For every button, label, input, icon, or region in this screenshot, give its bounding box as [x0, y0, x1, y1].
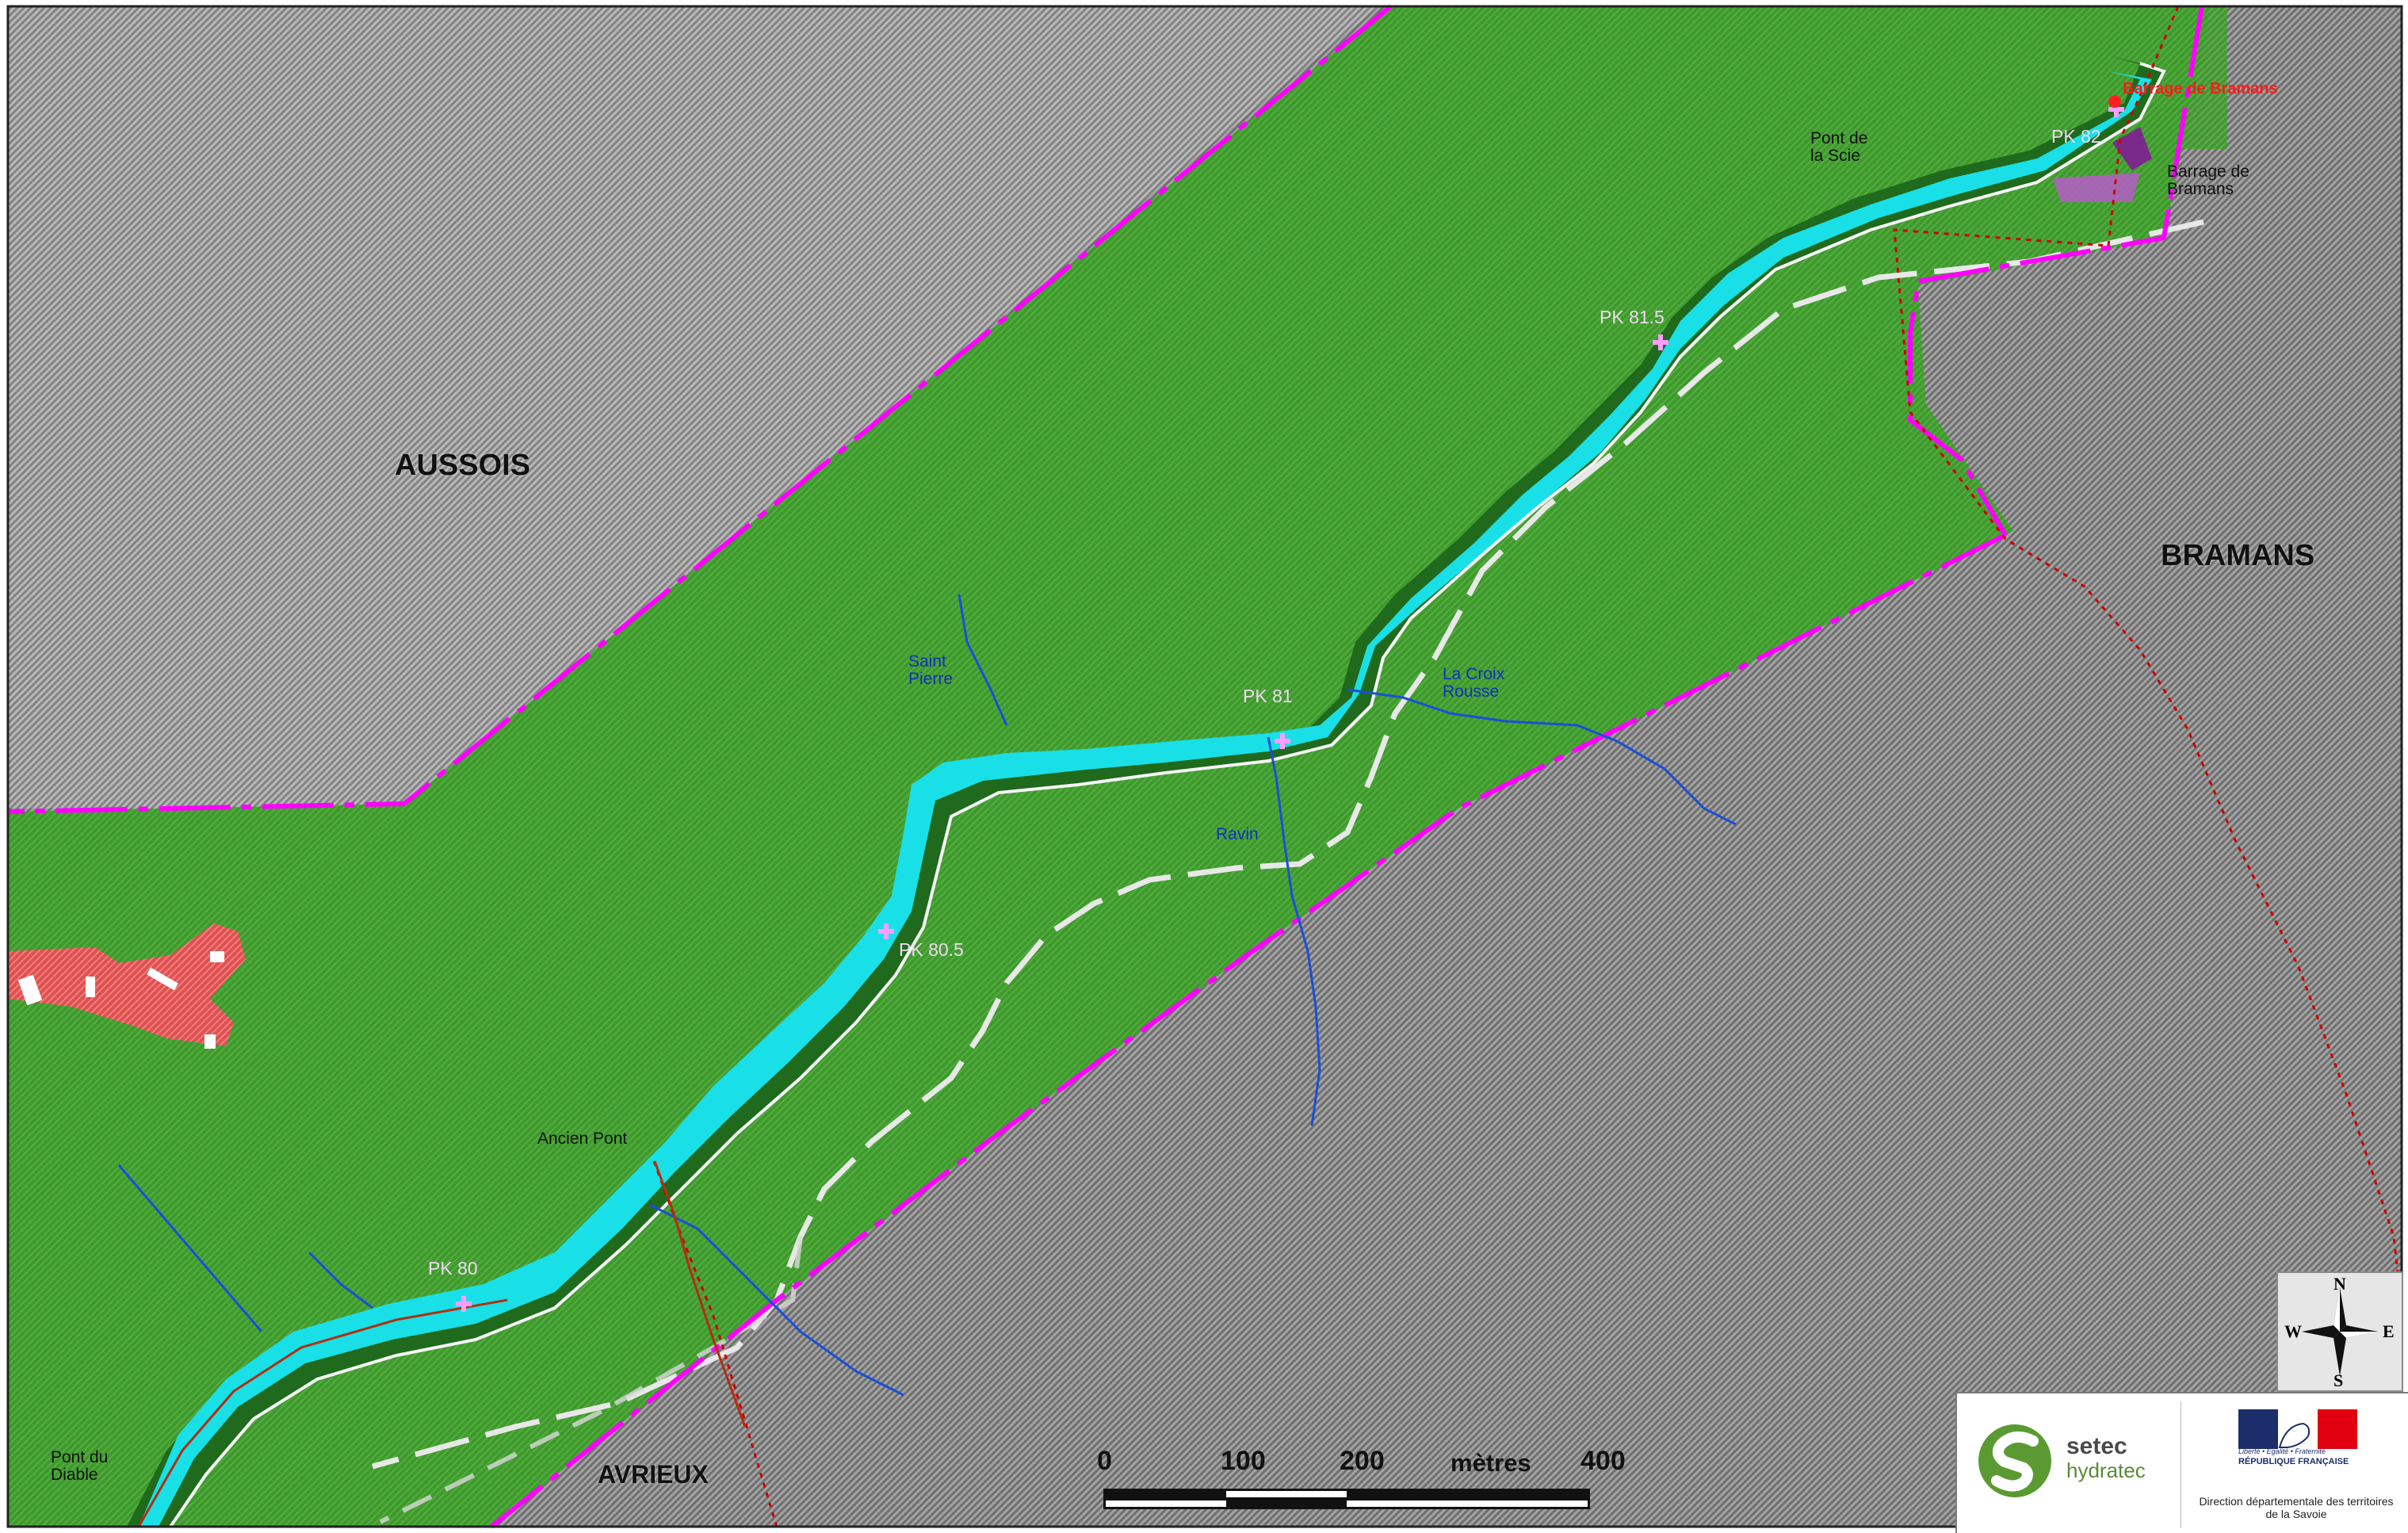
built-area [8, 923, 246, 1046]
marianne-flag-icon [2238, 1409, 2357, 1449]
stream-label-ravin: Ravin [1216, 825, 1259, 843]
commune-limit-south [652, 1160, 778, 1527]
zone-boundary-south [490, 533, 2007, 1529]
stream-south [649, 1203, 904, 1397]
scale-unit: mètres [1451, 1449, 1531, 1477]
compass-s: S [2333, 1371, 2344, 1390]
stream-ravin [1267, 736, 1321, 1126]
pk-marker-80-5 [878, 923, 894, 939]
bridge-line [653, 1160, 747, 1428]
scale-tick-400: 400 [1580, 1446, 1626, 1476]
scale-tick-200: 200 [1340, 1446, 1385, 1476]
pk-marker-81-5 [1653, 335, 1668, 350]
dam-label-red: Barrage de Bramans [2123, 80, 2278, 97]
aerial-light-area-aussois [8, 6, 1379, 809]
zone-boundary-east [1908, 6, 2204, 537]
commune-label-avrieux: AVRIEUX [598, 1460, 709, 1489]
compass-rose: N S W E [2276, 1271, 2403, 1392]
map-border [6, 5, 2403, 1528]
track-road-east [372, 219, 2204, 1470]
setec-name: setec [2066, 1433, 2127, 1459]
pk-label-80-5: PK 80.5 [899, 939, 964, 960]
commune-label-aussois: AUSSOIS [395, 449, 531, 482]
compass-star-icon [2302, 1287, 2378, 1376]
building [204, 1034, 216, 1049]
river-axis [137, 1298, 508, 1527]
place-label-pont-de-la-scie: Pont de la Scie [1810, 129, 1868, 166]
zone-boundary-north [7, 4, 1393, 814]
dam-spillway [2053, 173, 2140, 202]
rf-name: RÉPUBLIQUE FRANÇAISE [2238, 1457, 2349, 1466]
compass-n: N [2333, 1274, 2346, 1294]
commune-label-bramans: BRAMANS [2161, 539, 2315, 572]
dam-label-black: Barrage de Bramans [2167, 162, 2249, 199]
building [210, 951, 224, 962]
scale-tick-100: 100 [1221, 1446, 1266, 1476]
flood-boundary-line [169, 62, 2166, 1528]
building [86, 977, 95, 997]
setec-sub: hydratec [2066, 1458, 2146, 1482]
stream-la-croix-rousse [1347, 688, 1737, 826]
dam-structure [2112, 127, 2152, 170]
scale-tick-0: 0 [1097, 1446, 1112, 1476]
scale-bar [1103, 1489, 1590, 1509]
stream-label-la-croix-rousse: La Croix Rousse [1443, 665, 1505, 702]
setec-logo-icon [1978, 1424, 2051, 1497]
track-road-lower [379, 1236, 803, 1524]
commune-limit-east [1893, 6, 2403, 1309]
rf-motto: Liberté • Égalité • Fraternité [2238, 1447, 2326, 1455]
pk-marker-80 [456, 1296, 472, 1312]
compass-w: W [2284, 1321, 2302, 1341]
ddt-savoie-label: Direction départementale des territoires… [2199, 1495, 2394, 1521]
pk-marker-81 [1275, 733, 1290, 749]
pk-label-80: PK 80 [428, 1258, 478, 1279]
stream-west-2 [308, 1251, 373, 1309]
compass-e: E [2383, 1321, 2395, 1341]
building [147, 967, 178, 991]
stream-label-saint-pierre: Saint Pierre [908, 652, 954, 689]
place-label-ancien-pont: Ancien Pont [537, 1130, 628, 1148]
building [17, 974, 43, 1006]
dam-marker [2108, 95, 2121, 108]
pk-label-81: PK 81 [1243, 686, 1293, 706]
pk-label-82: PK 82 [2051, 126, 2101, 147]
pk-label-81-5: PK 81.5 [1600, 307, 1665, 327]
stream-west-1 [117, 1164, 263, 1332]
stream-saint-pierre [957, 594, 1008, 726]
place-label-pont-du-diable: Pont du Diable [51, 1448, 109, 1485]
logo-panel: setec hydratec Liberté • Égalité • Frate… [1955, 1392, 2408, 1533]
